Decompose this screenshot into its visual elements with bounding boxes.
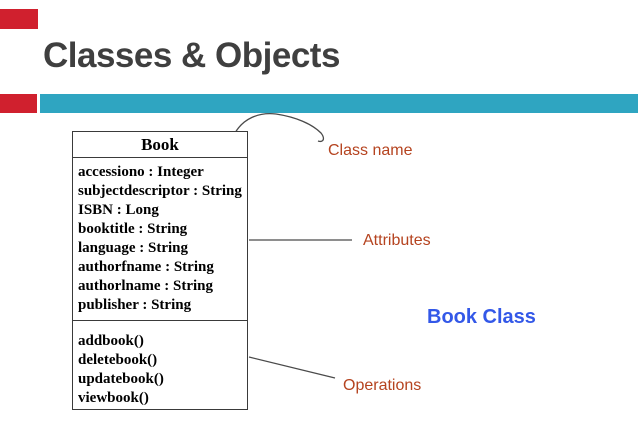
accent-teal-bar bbox=[40, 94, 638, 113]
uml-class-name-compartment: Book bbox=[73, 132, 247, 158]
uml-attribute: publisher : String bbox=[78, 297, 192, 313]
uml-attribute: ISBN : Long bbox=[78, 202, 159, 218]
uml-attribute: accessiono : Integer bbox=[78, 164, 204, 180]
class-name-annotation: Class name bbox=[328, 142, 413, 159]
uml-attribute: language : String bbox=[78, 240, 189, 256]
top-left-accent-rect bbox=[0, 9, 38, 29]
uml-operation: addbook() bbox=[78, 333, 144, 349]
uml-operation: deletebook() bbox=[78, 352, 158, 368]
uml-attribute: subjectdescriptor : String bbox=[78, 183, 242, 199]
attributes-annotation: Attributes bbox=[363, 232, 431, 249]
uml-attribute: booktitle : String bbox=[78, 221, 188, 237]
uml-attribute: authorlname : String bbox=[78, 278, 213, 294]
accent-red-square bbox=[0, 94, 37, 113]
uml-class-box: Book accessiono : Integer subjectdescrip… bbox=[72, 131, 248, 410]
callout-line-operations bbox=[248, 356, 336, 379]
uml-operation: viewbook() bbox=[78, 390, 149, 406]
uml-operations-compartment: addbook() deletebook() updatebook() view… bbox=[73, 321, 247, 408]
uml-operation: updatebook() bbox=[78, 371, 164, 387]
uml-attribute: authorfname : String bbox=[78, 259, 214, 275]
operations-annotation: Operations bbox=[343, 377, 422, 394]
uml-attributes-compartment: accessiono : Integer subjectdescriptor :… bbox=[73, 158, 247, 321]
slide-title: Classes & Objects bbox=[43, 36, 340, 75]
book-class-annotation: Book Class bbox=[427, 306, 536, 328]
callout-curve-class-name bbox=[234, 113, 325, 143]
